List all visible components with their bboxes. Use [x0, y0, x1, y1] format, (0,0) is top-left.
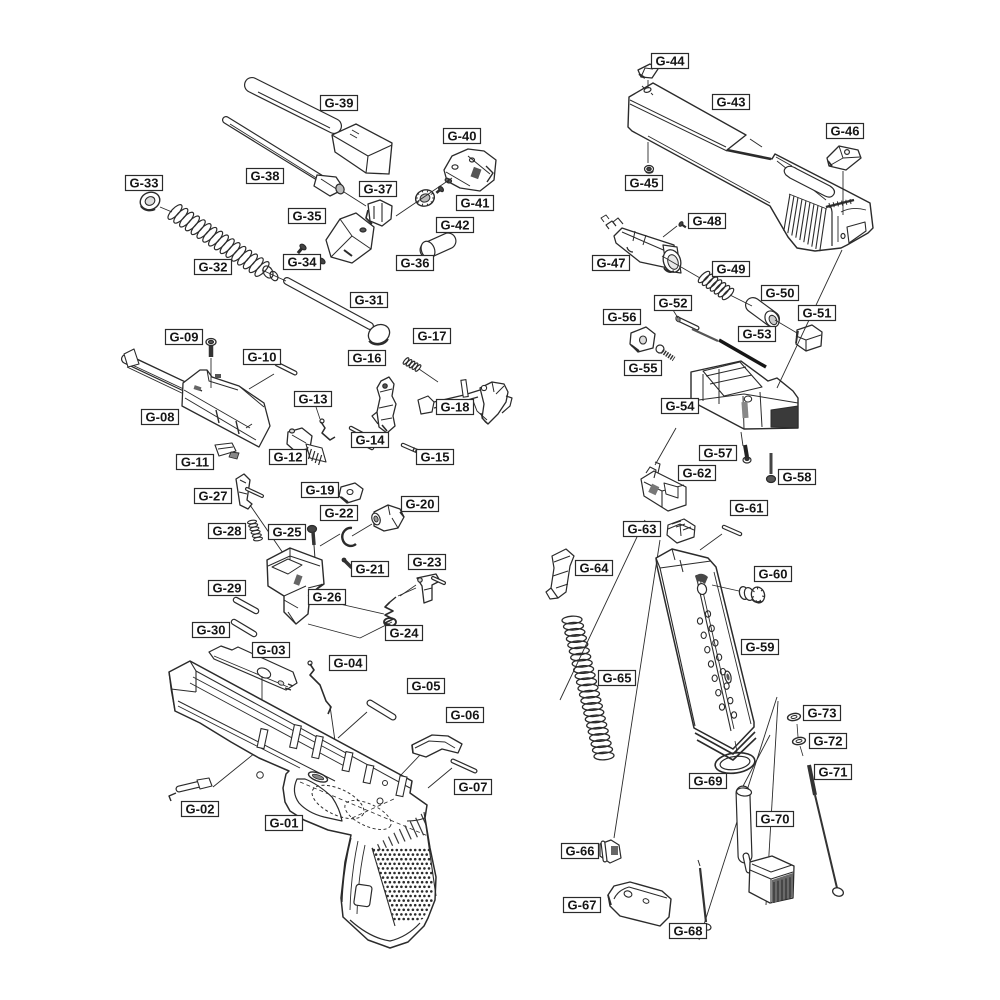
svg-text:G-73: G-73: [808, 706, 837, 721]
svg-text:G-18: G-18: [441, 400, 470, 415]
svg-text:G-51: G-51: [803, 306, 832, 321]
svg-text:G-08: G-08: [146, 410, 175, 425]
svg-text:G-25: G-25: [273, 525, 302, 540]
svg-text:G-30: G-30: [197, 623, 226, 638]
svg-text:G-62: G-62: [683, 466, 712, 481]
svg-text:G-17: G-17: [418, 329, 447, 344]
svg-text:G-12: G-12: [274, 450, 303, 465]
svg-text:G-42: G-42: [441, 218, 470, 233]
svg-text:G-04: G-04: [334, 656, 364, 671]
svg-text:G-21: G-21: [356, 562, 385, 577]
svg-text:G-43: G-43: [717, 95, 746, 110]
svg-text:G-50: G-50: [766, 286, 795, 301]
svg-text:G-59: G-59: [746, 640, 775, 655]
svg-text:G-33: G-33: [130, 176, 159, 191]
svg-text:G-63: G-63: [628, 522, 657, 537]
svg-text:G-24: G-24: [390, 626, 420, 641]
svg-text:G-70: G-70: [761, 812, 790, 827]
svg-text:G-09: G-09: [170, 330, 199, 345]
svg-text:G-32: G-32: [199, 260, 228, 275]
svg-text:G-57: G-57: [704, 446, 733, 461]
svg-text:G-56: G-56: [608, 310, 637, 325]
svg-text:G-48: G-48: [693, 214, 722, 229]
svg-text:G-05: G-05: [412, 679, 441, 694]
svg-text:G-01: G-01: [270, 816, 299, 831]
svg-text:G-40: G-40: [448, 129, 477, 144]
svg-text:G-52: G-52: [659, 296, 688, 311]
svg-text:G-71: G-71: [819, 765, 848, 780]
svg-text:G-68: G-68: [674, 924, 703, 939]
svg-text:G-14: G-14: [356, 433, 386, 448]
svg-text:G-35: G-35: [293, 209, 322, 224]
svg-text:G-26: G-26: [313, 590, 342, 605]
svg-text:G-11: G-11: [181, 455, 209, 470]
svg-text:G-65: G-65: [603, 671, 632, 686]
svg-text:G-06: G-06: [451, 708, 480, 723]
svg-text:G-16: G-16: [353, 351, 382, 366]
svg-text:G-27: G-27: [199, 489, 228, 504]
svg-text:G-19: G-19: [306, 483, 335, 498]
svg-text:G-13: G-13: [299, 392, 328, 407]
svg-text:G-55: G-55: [629, 361, 658, 376]
svg-text:G-45: G-45: [630, 176, 659, 191]
svg-text:G-72: G-72: [814, 734, 843, 749]
svg-text:G-07: G-07: [459, 780, 488, 795]
svg-text:G-69: G-69: [694, 774, 723, 789]
svg-text:G-20: G-20: [406, 497, 435, 512]
svg-text:G-66: G-66: [566, 844, 595, 859]
svg-text:G-03: G-03: [257, 643, 286, 658]
svg-text:G-37: G-37: [364, 182, 393, 197]
svg-text:G-28: G-28: [213, 524, 242, 539]
svg-text:G-02: G-02: [186, 802, 215, 817]
svg-text:G-41: G-41: [461, 196, 490, 211]
svg-text:G-23: G-23: [413, 555, 442, 570]
svg-text:G-58: G-58: [783, 470, 812, 485]
svg-text:G-46: G-46: [831, 124, 860, 139]
svg-text:G-49: G-49: [717, 262, 746, 277]
svg-text:G-22: G-22: [325, 506, 354, 521]
svg-text:G-36: G-36: [401, 256, 430, 271]
svg-text:G-34: G-34: [288, 255, 318, 270]
svg-text:G-44: G-44: [656, 54, 686, 69]
svg-text:G-29: G-29: [213, 581, 242, 596]
svg-text:G-53: G-53: [743, 327, 772, 342]
svg-text:G-67: G-67: [568, 898, 597, 913]
svg-text:G-15: G-15: [421, 450, 450, 465]
svg-text:G-61: G-61: [735, 501, 764, 516]
svg-text:G-60: G-60: [759, 567, 788, 582]
svg-text:G-47: G-47: [597, 256, 626, 271]
svg-text:G-10: G-10: [248, 350, 277, 365]
svg-text:G-64: G-64: [580, 561, 610, 576]
svg-text:G-38: G-38: [251, 169, 280, 184]
svg-text:G-31: G-31: [355, 293, 384, 308]
svg-text:G-39: G-39: [325, 96, 354, 111]
svg-text:G-54: G-54: [666, 399, 696, 414]
